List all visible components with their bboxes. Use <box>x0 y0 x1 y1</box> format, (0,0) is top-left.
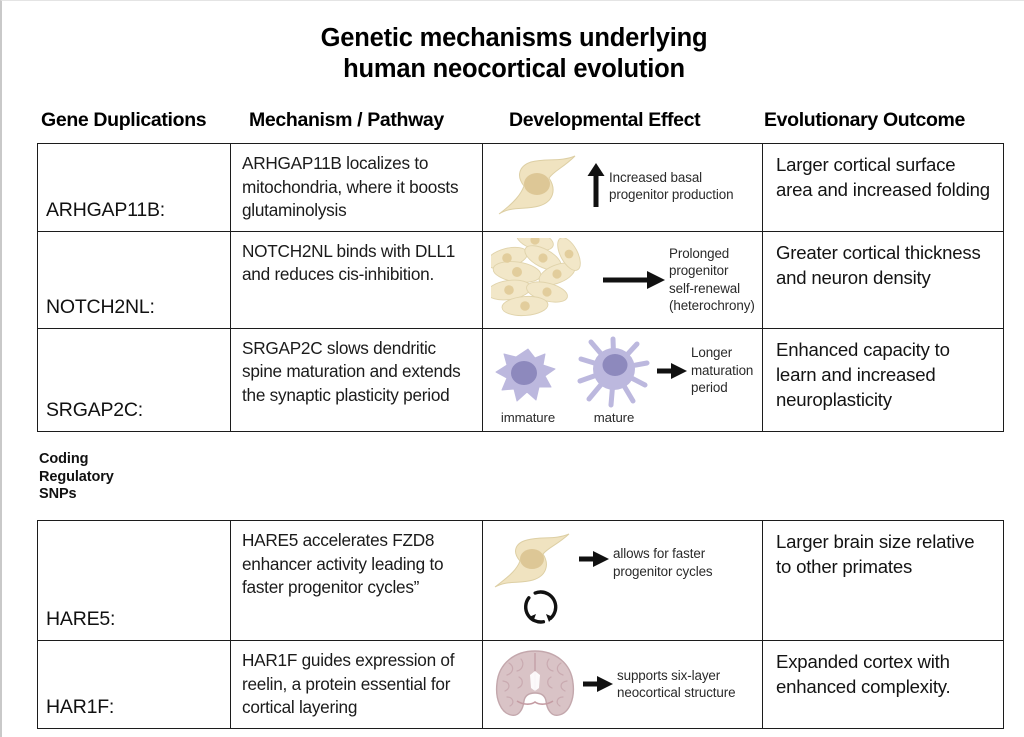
evolutionary-outcome-cell: Larger cortical surface area and increas… <box>762 143 1004 232</box>
table-row: SRGAP2C: SRGAP2C slows dendritic spine m… <box>37 327 1004 432</box>
page-title-line-2: human neocortical evolution <box>343 55 685 83</box>
gene-name-cell: ARHGAP11B: <box>37 143 231 232</box>
column-header-mechanism-pathway: Mechanism / Pathway <box>249 109 444 131</box>
gene-duplications-table: ARHGAP11B: ARHGAP11B localizes to mitoch… <box>37 143 1004 432</box>
immature-neuron-label: immature <box>500 409 556 425</box>
mechanism-text: NOTCH2NL binds with DLL1 and reduces cis… <box>242 240 456 285</box>
mechanism-text: SRGAP2C slows dendritic spine maturation… <box>242 337 461 405</box>
column-header-developmental-effect: Developmental Effect <box>509 109 701 131</box>
developmental-effect-cell: Increased basal progenitor production <box>482 143 763 232</box>
table-row: ARHGAP11B: ARHGAP11B localizes to mitoch… <box>37 143 1004 232</box>
section-heading-coding-regulatory-snps: Coding Regulatory SNPs <box>39 451 114 504</box>
evolutionary-outcome-cell: Enhanced capacity to learn and increased… <box>762 327 1004 432</box>
gene-name-cell: NOTCH2NL: <box>37 230 231 329</box>
progenitor-cell-cluster-icon <box>491 237 599 322</box>
mechanism-text: ARHGAP11B localizes to mitochondria, whe… <box>242 153 459 220</box>
arrow-right-icon <box>583 674 613 694</box>
developmental-effect-caption: Increased basal progenitor production <box>609 169 734 203</box>
evolutionary-outcome-text: Greater cortical thickness and neuron de… <box>776 241 981 288</box>
gene-name-cell: HAR1F: <box>37 640 231 729</box>
column-header-evolutionary-outcome: Evolutionary Outcome <box>764 109 966 131</box>
developmental-effect-caption: Prolonged progenitor self-renewal (heter… <box>669 245 755 314</box>
evolutionary-outcome-cell: Expanded cortex with enhanced complexity… <box>762 640 1004 729</box>
immature-neuron-icon <box>495 348 556 401</box>
coronal-brain-section-icon <box>491 647 579 721</box>
section-heading-line-1: Coding <box>39 451 89 467</box>
gene-name-cell: SRGAP2C: <box>37 327 231 432</box>
arrow-right-icon <box>603 269 665 291</box>
page-title: Genetic mechanisms underlying human neoc… <box>2 23 1024 85</box>
developmental-effect-caption: supports six-layer neocortical structure <box>617 667 736 701</box>
column-header-gene-duplications: Gene Duplications <box>41 109 207 131</box>
developmental-effect-cell: immature mature Longer maturation period <box>482 327 763 432</box>
section-heading-line-3: SNPs <box>39 486 77 502</box>
developmental-effect-cell: allows for faster progenitor cycles <box>482 520 763 641</box>
table-row: HARE5: HARE5 accelerates FZD8 enhancer a… <box>37 520 1004 641</box>
mechanism-cell: SRGAP2C slows dendritic spine maturation… <box>230 327 483 432</box>
mechanism-text: HAR1F guides expression of reelin, a pro… <box>242 650 455 717</box>
developmental-effect-caption: Longer maturation period <box>691 345 754 396</box>
evolutionary-outcome-text: Enhanced capacity to learn and increased… <box>776 338 950 410</box>
mechanism-cell: HAR1F guides expression of reelin, a pro… <box>230 640 483 729</box>
mechanism-text: HARE5 accelerates FZD8 enhancer activity… <box>242 530 444 597</box>
mature-neuron-icon <box>577 336 650 407</box>
developmental-effect-cell: supports six-layer neocortical structure <box>482 640 763 729</box>
developmental-effect-cell: Prolonged progenitor self-renewal (heter… <box>482 230 763 329</box>
mechanism-cell: NOTCH2NL binds with DLL1 and reduces cis… <box>230 230 483 329</box>
coding-regulatory-snps-table: HARE5: HARE5 accelerates FZD8 enhancer a… <box>37 520 1004 729</box>
mechanism-cell: ARHGAP11B localizes to mitochondria, whe… <box>230 143 483 232</box>
gene-name-label: HAR1F: <box>46 695 115 718</box>
gene-name-label: NOTCH2NL: <box>46 295 155 318</box>
arrow-right-icon <box>579 549 609 569</box>
evolutionary-outcome-text: Expanded cortex with enhanced complexity… <box>776 651 951 697</box>
developmental-effect-caption: allows for faster progenitor cycles <box>613 546 713 579</box>
table-row: HAR1F: HAR1F guides expression of reelin… <box>37 640 1004 729</box>
bipolar-progenitor-cell-icon <box>491 150 583 222</box>
evolutionary-outcome-text: Larger cortical surface area and increas… <box>776 154 990 200</box>
arrow-up-icon <box>587 163 605 209</box>
immature-mature-neurons-icon: immature mature <box>491 335 653 425</box>
arrow-right-icon <box>657 361 687 381</box>
gene-name-cell: HARE5: <box>37 520 231 641</box>
mechanism-cell: HARE5 accelerates FZD8 enhancer activity… <box>230 520 483 641</box>
page-title-line-1: Genetic mechanisms underlying <box>320 24 708 52</box>
gene-name-label: ARHGAP11B: <box>46 198 166 221</box>
evolutionary-outcome-cell: Greater cortical thickness and neuron de… <box>762 230 1004 329</box>
cycle-arrow-icon <box>519 587 563 634</box>
table-column-headers: Gene Duplications Mechanism / Pathway De… <box>37 109 1003 141</box>
bipolar-progenitor-cell-icon <box>494 533 570 588</box>
evolutionary-outcome-text: Larger brain size relative to other prim… <box>776 531 975 577</box>
evolutionary-outcome-cell: Larger brain size relative to other prim… <box>762 520 1004 641</box>
mature-neuron-label: mature <box>593 409 635 425</box>
bipolar-progenitor-cell-with-cycle-icon <box>491 531 575 634</box>
table-row: NOTCH2NL: NOTCH2NL binds with DLL1 and r… <box>37 230 1004 329</box>
section-heading-line-2: Regulatory <box>39 468 114 485</box>
gene-name-label: SRGAP2C: <box>46 398 144 421</box>
gene-name-label: HARE5: <box>46 608 116 630</box>
